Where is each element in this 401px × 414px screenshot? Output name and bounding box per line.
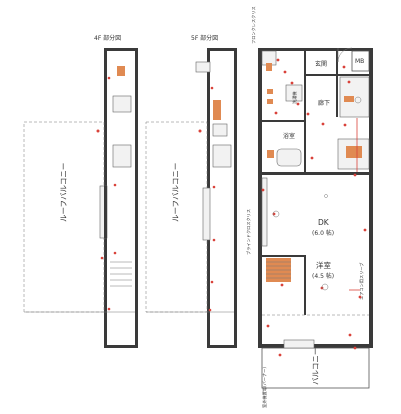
- bathtub: [276, 148, 302, 167]
- dk-label: DK: [318, 218, 330, 227]
- plan-5f-partial: 5F 部分図 ルーフバルコニー: [145, 34, 237, 348]
- dk-size: (6.0 帖): [312, 229, 334, 237]
- washing-machine-label: 洗濯機: [291, 91, 298, 104]
- electrical-markers: [261, 58, 367, 357]
- kitchen-unit: [112, 95, 132, 113]
- western-room-label: 洋室: [316, 260, 331, 270]
- washing-machine-space: [285, 84, 303, 102]
- balcony-outline: [261, 347, 370, 389]
- kitchen-counter: [339, 76, 370, 118]
- fixture-mark: [213, 100, 221, 120]
- mb-label: MB: [355, 58, 364, 65]
- bath-unit: [112, 144, 132, 168]
- fixture-mark: [117, 66, 125, 76]
- corridor-label: 廊下: [318, 99, 330, 107]
- balcony-label: バルコニー: [311, 348, 320, 385]
- plan-4f-partial: 4F 部分図 ルーフバルコニー: [23, 34, 138, 348]
- plan-5f-title: 5F 部分図: [191, 34, 218, 42]
- bathroom-label: 浴室: [283, 132, 295, 140]
- bath-unit: [212, 144, 232, 168]
- aircon-sleeve-note: エアコン用スリーブ: [358, 262, 365, 300]
- western-room-size: (4.5 帖): [312, 272, 334, 280]
- fixed-glass-top-note: フロンクレスクリス: [251, 6, 257, 44]
- balcony-door: [283, 339, 315, 349]
- genkan-label: 玄関: [315, 60, 327, 68]
- meter-box: [351, 50, 370, 72]
- sliding-door: [202, 187, 211, 241]
- plan-main-unit: 洗濯機 玄関 MB 廊下 浴室 DK (6.0 帖) 洋室 (4.5 帖): [245, 6, 373, 408]
- fixed-glass-side-note: ブラインドクロスクリス: [245, 209, 252, 255]
- roof-balcony-label: ルーフバルコニー: [171, 163, 180, 222]
- plan-4f-title: 4F 部分図: [94, 34, 121, 42]
- roof-balcony-label: ルーフバルコニー: [59, 163, 68, 222]
- stair-hatch: [110, 261, 132, 287]
- outdoor-unit-note: 室外機置場(バーナー): [261, 367, 268, 408]
